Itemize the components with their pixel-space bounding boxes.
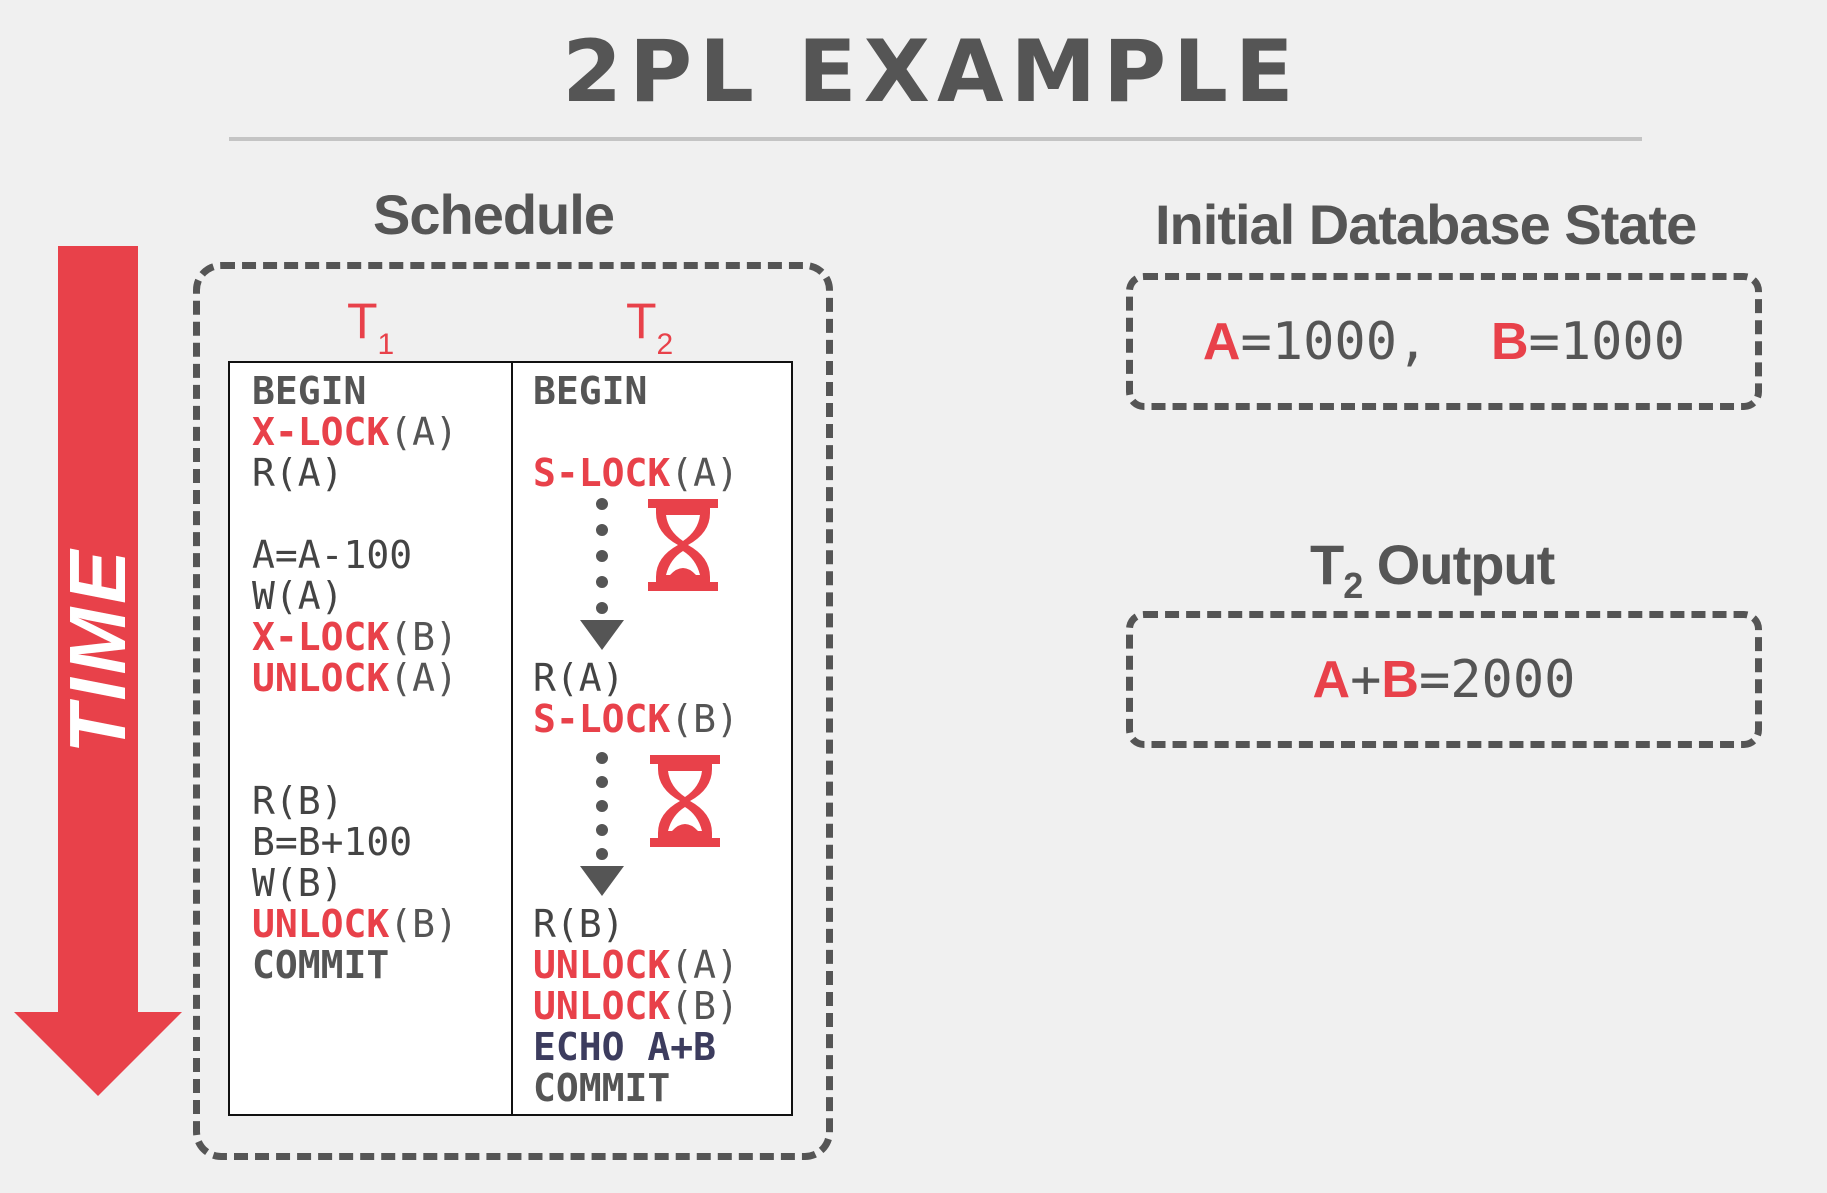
t1-header: T1 — [347, 293, 395, 361]
wait-arrow-icon — [596, 752, 608, 860]
t1-op-unlock-b: UNLOCK(B) — [252, 902, 458, 946]
t1-op-compute-a: A=A-100 — [252, 533, 413, 577]
t1-op-xlock-a: X-LOCK(A) — [252, 410, 458, 454]
time-arrow-shaft — [58, 246, 138, 1016]
t1-op-unlock-a: UNLOCK(A) — [252, 656, 458, 700]
hourglass-icon — [648, 499, 718, 591]
t2-output-box — [1126, 611, 1762, 748]
t1-op-write-b: W(B) — [252, 861, 344, 905]
t2-op-slock-a: S-LOCK(A) — [533, 451, 739, 495]
title-divider — [229, 137, 1642, 141]
time-arrow-head — [14, 1012, 182, 1096]
t2-op-commit: COMMIT — [533, 1066, 671, 1110]
t2-output-value: A+B=2000 — [1312, 650, 1576, 710]
time-label: TIME — [53, 546, 142, 754]
initial-state-heading: Initial Database State — [1155, 193, 1697, 256]
t2-op-begin: BEGIN — [533, 369, 648, 413]
wait-arrow-icon — [596, 498, 608, 614]
t2-op-unlock-a: UNLOCK(A) — [533, 943, 739, 987]
t1-op-begin: BEGIN — [252, 369, 367, 413]
page-title: 2PL EXAMPLE — [562, 22, 1301, 122]
t2-op-slock-b: S-LOCK(B) — [533, 697, 739, 741]
wait-arrow-head — [580, 620, 624, 650]
t2-output-heading: T2 Output — [1310, 533, 1555, 606]
t1-op-commit: COMMIT — [252, 943, 390, 987]
schedule-heading: Schedule — [373, 183, 615, 246]
t1-op-compute-b: B=B+100 — [252, 820, 413, 864]
schedule-table — [228, 361, 793, 1116]
t1-op-write-a: W(A) — [252, 574, 344, 618]
t2-op-read-b: R(B) — [533, 902, 625, 946]
t2-op-unlock-b: UNLOCK(B) — [533, 984, 739, 1028]
initial-state-values: A=1000, B=1000 — [1202, 312, 1686, 372]
t1-op-xlock-b: X-LOCK(B) — [252, 615, 458, 659]
hourglass-icon — [650, 755, 720, 847]
t2-header: T2 — [626, 293, 674, 361]
schedule-box — [193, 262, 833, 1160]
t2-op-read-a: R(A) — [533, 656, 625, 700]
initial-state-box — [1126, 273, 1762, 410]
t1-op-read-b: R(B) — [252, 779, 344, 823]
wait-arrow-head — [580, 866, 624, 896]
t1-op-read-a: R(A) — [252, 451, 344, 495]
column-divider — [511, 363, 513, 1114]
t2-op-echo: ECHO A+B — [533, 1025, 717, 1069]
